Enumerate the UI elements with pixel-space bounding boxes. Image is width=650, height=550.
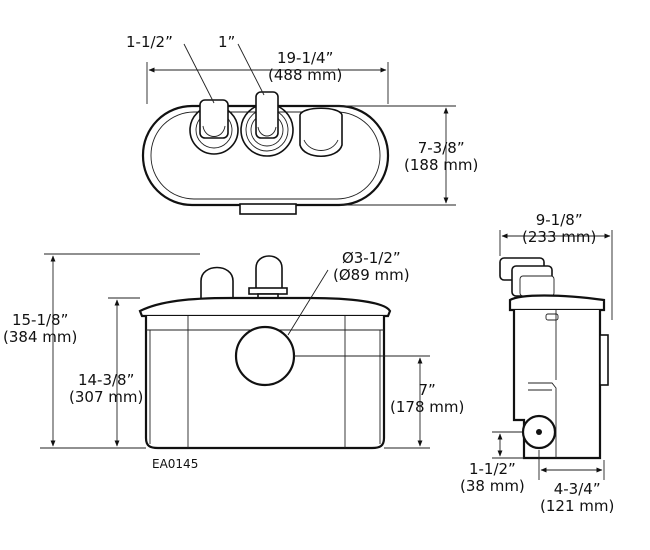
top-right-pipe-label: 1”	[218, 34, 235, 51]
top-right-pipe-size: 1”	[218, 33, 236, 51]
diameter-inches: Ø3-1/2”	[341, 249, 401, 267]
inlet-height-label: 7” (178 mm)	[390, 382, 464, 416]
outlet-height-mm: (38 mm)	[460, 477, 525, 495]
side-width-mm: (233 mm)	[522, 228, 597, 246]
width-label: 19-1/4” (488 mm)	[268, 50, 342, 84]
top-left-pipe-label: 1-1/2”	[126, 34, 173, 51]
diameter-mm: (Ø89 mm)	[333, 266, 410, 284]
total-height-inches: 15-1/8”	[11, 311, 69, 329]
outlet-offset-label: 4-3/4” (121 mm)	[540, 481, 614, 515]
total-height-mm: (384 mm)	[3, 328, 78, 346]
side-width-inches: 9-1/8”	[535, 211, 583, 229]
width-mm: (488 mm)	[268, 66, 343, 84]
inlet-height-inches: 7”	[418, 381, 436, 399]
front-view	[40, 253, 430, 450]
body-height-label: 14-3/8” (307 mm)	[69, 372, 143, 406]
inlet-height-mm: (178 mm)	[390, 398, 465, 416]
outlet-offset-mm: (121 mm)	[540, 497, 615, 515]
depth-mm: (188 mm)	[404, 156, 479, 174]
top-left-pipe-size: 1-1/2”	[126, 33, 173, 51]
body-height-mm: (307 mm)	[69, 388, 144, 406]
depth-label: 7-3/8” (188 mm)	[404, 140, 478, 174]
side-view	[492, 230, 613, 480]
diagram-code: EA0145	[152, 457, 199, 471]
depth-inches: 7-3/8”	[417, 139, 465, 157]
total-height-label: 15-1/8” (384 mm)	[3, 312, 77, 346]
outlet-height-inches: 1-1/2”	[468, 460, 516, 478]
diameter-label: Ø3-1/2” (Ø89 mm)	[333, 250, 410, 284]
side-width-label: 9-1/8” (233 mm)	[522, 212, 596, 246]
width-inches: 19-1/4”	[276, 49, 334, 67]
top-view	[141, 43, 456, 215]
outlet-offset-inches: 4-3/4”	[553, 480, 601, 498]
outlet-height-label: 1-1/2” (38 mm)	[460, 461, 525, 495]
body-height-inches: 14-3/8”	[77, 371, 135, 389]
